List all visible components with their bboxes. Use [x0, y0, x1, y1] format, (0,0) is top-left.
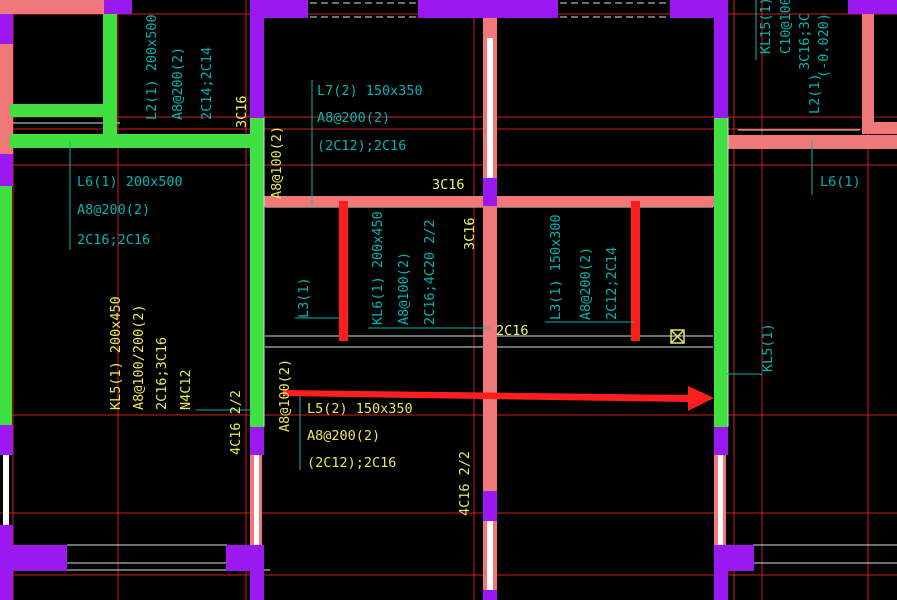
- leader-lines: [69, 0, 813, 470]
- label-l5-name: L5(2) 150x350: [307, 401, 413, 417]
- label-4c16-mid: 4C16 2/2: [457, 451, 473, 516]
- label-l3-stirrup: A8@200(2): [578, 247, 594, 320]
- label-kl5-side: N4C12: [178, 369, 194, 410]
- label-l3-bars: 2C12;2C14: [604, 247, 620, 320]
- label-l6-bars: 2C16;2C16: [77, 232, 150, 248]
- marker-icon: [670, 329, 685, 344]
- label-kl15-name: KL15(1): [758, 0, 774, 54]
- label-l3-left: L3(1): [296, 277, 312, 318]
- label-kl6-name: KL6(1) 200x450: [370, 211, 386, 325]
- highlight-beams: [339, 201, 640, 341]
- label-kl5-bars: 2C16;3C16: [154, 337, 170, 410]
- label-kl5-stirrup: A8@100/200(2): [131, 304, 147, 410]
- label-a8-upper: A8@100(2): [269, 126, 285, 199]
- label-l2-bars: 2C14;2C14: [199, 47, 215, 120]
- label-l7-bars: (2C12);2C16: [317, 138, 406, 154]
- label-l5-stirrup: A8@200(2): [307, 428, 380, 444]
- label-l2-name: L2(1) 200x500: [144, 14, 160, 120]
- label-3c16-vertical-mid: 3C16: [462, 217, 478, 250]
- label-l2-stirrup: A8@200(2): [170, 47, 186, 120]
- label-a8-lower: A8@100(2): [277, 359, 293, 432]
- label-3c16-horizontal: 3C16: [432, 177, 465, 193]
- label-4c16-left: 4C16 2/2: [228, 390, 244, 455]
- label-2c16-horizontal: 2C16: [496, 323, 529, 339]
- dashed-opening: [310, 2, 670, 18]
- annotation-arrow: [283, 386, 714, 411]
- label-kl15-offset: (-0.020): [816, 13, 832, 78]
- label-kl6-bars: 2C16;4C20 2/2: [422, 219, 438, 325]
- label-l2-right: L2(1): [807, 73, 823, 114]
- selected-beam-edges: [263, 117, 729, 427]
- label-l3-name: L3(1) 150x300: [548, 214, 564, 320]
- label-kl5-right: KL5(1): [760, 323, 776, 372]
- label-kl5-name: KL5(1) 200x450: [108, 296, 124, 410]
- label-kl15-bars: 3C16;3C: [797, 13, 813, 70]
- label-l5-bars: (2C12);2C16: [307, 455, 396, 471]
- label-3c16-vertical-left: 3C16: [234, 95, 250, 128]
- label-kl15-stirrup: C10@100: [778, 0, 794, 54]
- label-l6-right: L6(1): [820, 174, 861, 190]
- label-l7-name: L7(2) 150x350: [317, 83, 423, 99]
- label-kl6-stirrup: A8@100(2): [396, 252, 412, 325]
- label-l6-name: L6(1) 200x500: [77, 174, 183, 190]
- label-l6-stirrup: A8@200(2): [77, 202, 150, 218]
- label-l7-stirrup: A8@200(2): [317, 110, 390, 126]
